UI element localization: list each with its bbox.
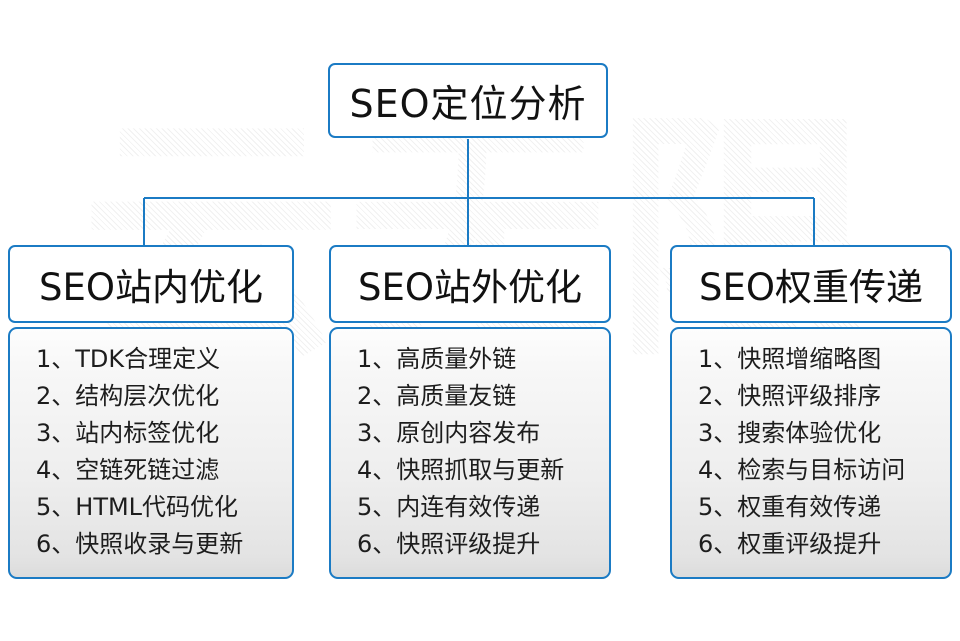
branch-column-3: SEO权重传递 1、快照增缩略图 2、快照评级排序 3、搜索体验优化 4、检索与…: [670, 245, 952, 579]
list-item: 4、空链死链过滤: [36, 456, 220, 484]
list-item: 5、权重有效传递: [698, 493, 882, 521]
branch-header-label: SEO站内优化: [39, 266, 263, 309]
branch-header-2[interactable]: SEO站外优化: [329, 245, 611, 323]
list-item: 3、站内标签优化: [36, 419, 220, 447]
list-item: 1、快照增缩略图: [698, 345, 882, 373]
branch-list-1: 1、TDK合理定义 2、结构层次优化 3、站内标签优化 4、空链死链过滤 5、H…: [8, 327, 294, 579]
branch-header-label: SEO站外优化: [358, 266, 582, 309]
list-item: 6、快照收录与更新: [36, 530, 244, 558]
list-item: 6、权重评级提升: [698, 530, 882, 558]
branch-list-3: 1、快照增缩略图 2、快照评级排序 3、搜索体验优化 4、检索与目标访问 5、权…: [670, 327, 952, 579]
root-node[interactable]: SEO定位分析: [328, 63, 608, 138]
list-item: 3、搜索体验优化: [698, 419, 882, 447]
branch-column-2: SEO站外优化 1、高质量外链 2、高质量友链 3、原创内容发布 4、快照抓取与…: [329, 245, 611, 579]
branch-header-3[interactable]: SEO权重传递: [670, 245, 952, 323]
branch-list-2: 1、高质量外链 2、高质量友链 3、原创内容发布 4、快照抓取与更新 5、内连有…: [329, 327, 611, 579]
list-item: 6、快照评级提升: [357, 530, 541, 558]
list-item: 2、结构层次优化: [36, 382, 220, 410]
list-item: 2、快照评级排序: [698, 382, 882, 410]
branch-column-1: SEO站内优化 1、TDK合理定义 2、结构层次优化 3、站内标签优化 4、空链…: [8, 245, 294, 579]
root-node-label: SEO定位分析: [349, 82, 587, 126]
list-item: 1、高质量外链: [357, 345, 517, 373]
list-item: 4、检索与目标访问: [698, 456, 906, 484]
list-item: 2、高质量友链: [357, 382, 517, 410]
list-item: 5、内连有效传递: [357, 493, 541, 521]
branch-header-label: SEO权重传递: [699, 266, 923, 309]
branch-header-1[interactable]: SEO站内优化: [8, 245, 294, 323]
list-item: 5、HTML代码优化: [36, 493, 239, 521]
list-item: 4、快照抓取与更新: [357, 456, 565, 484]
list-item: 3、原创内容发布: [357, 419, 541, 447]
list-item: 1、TDK合理定义: [36, 345, 221, 373]
